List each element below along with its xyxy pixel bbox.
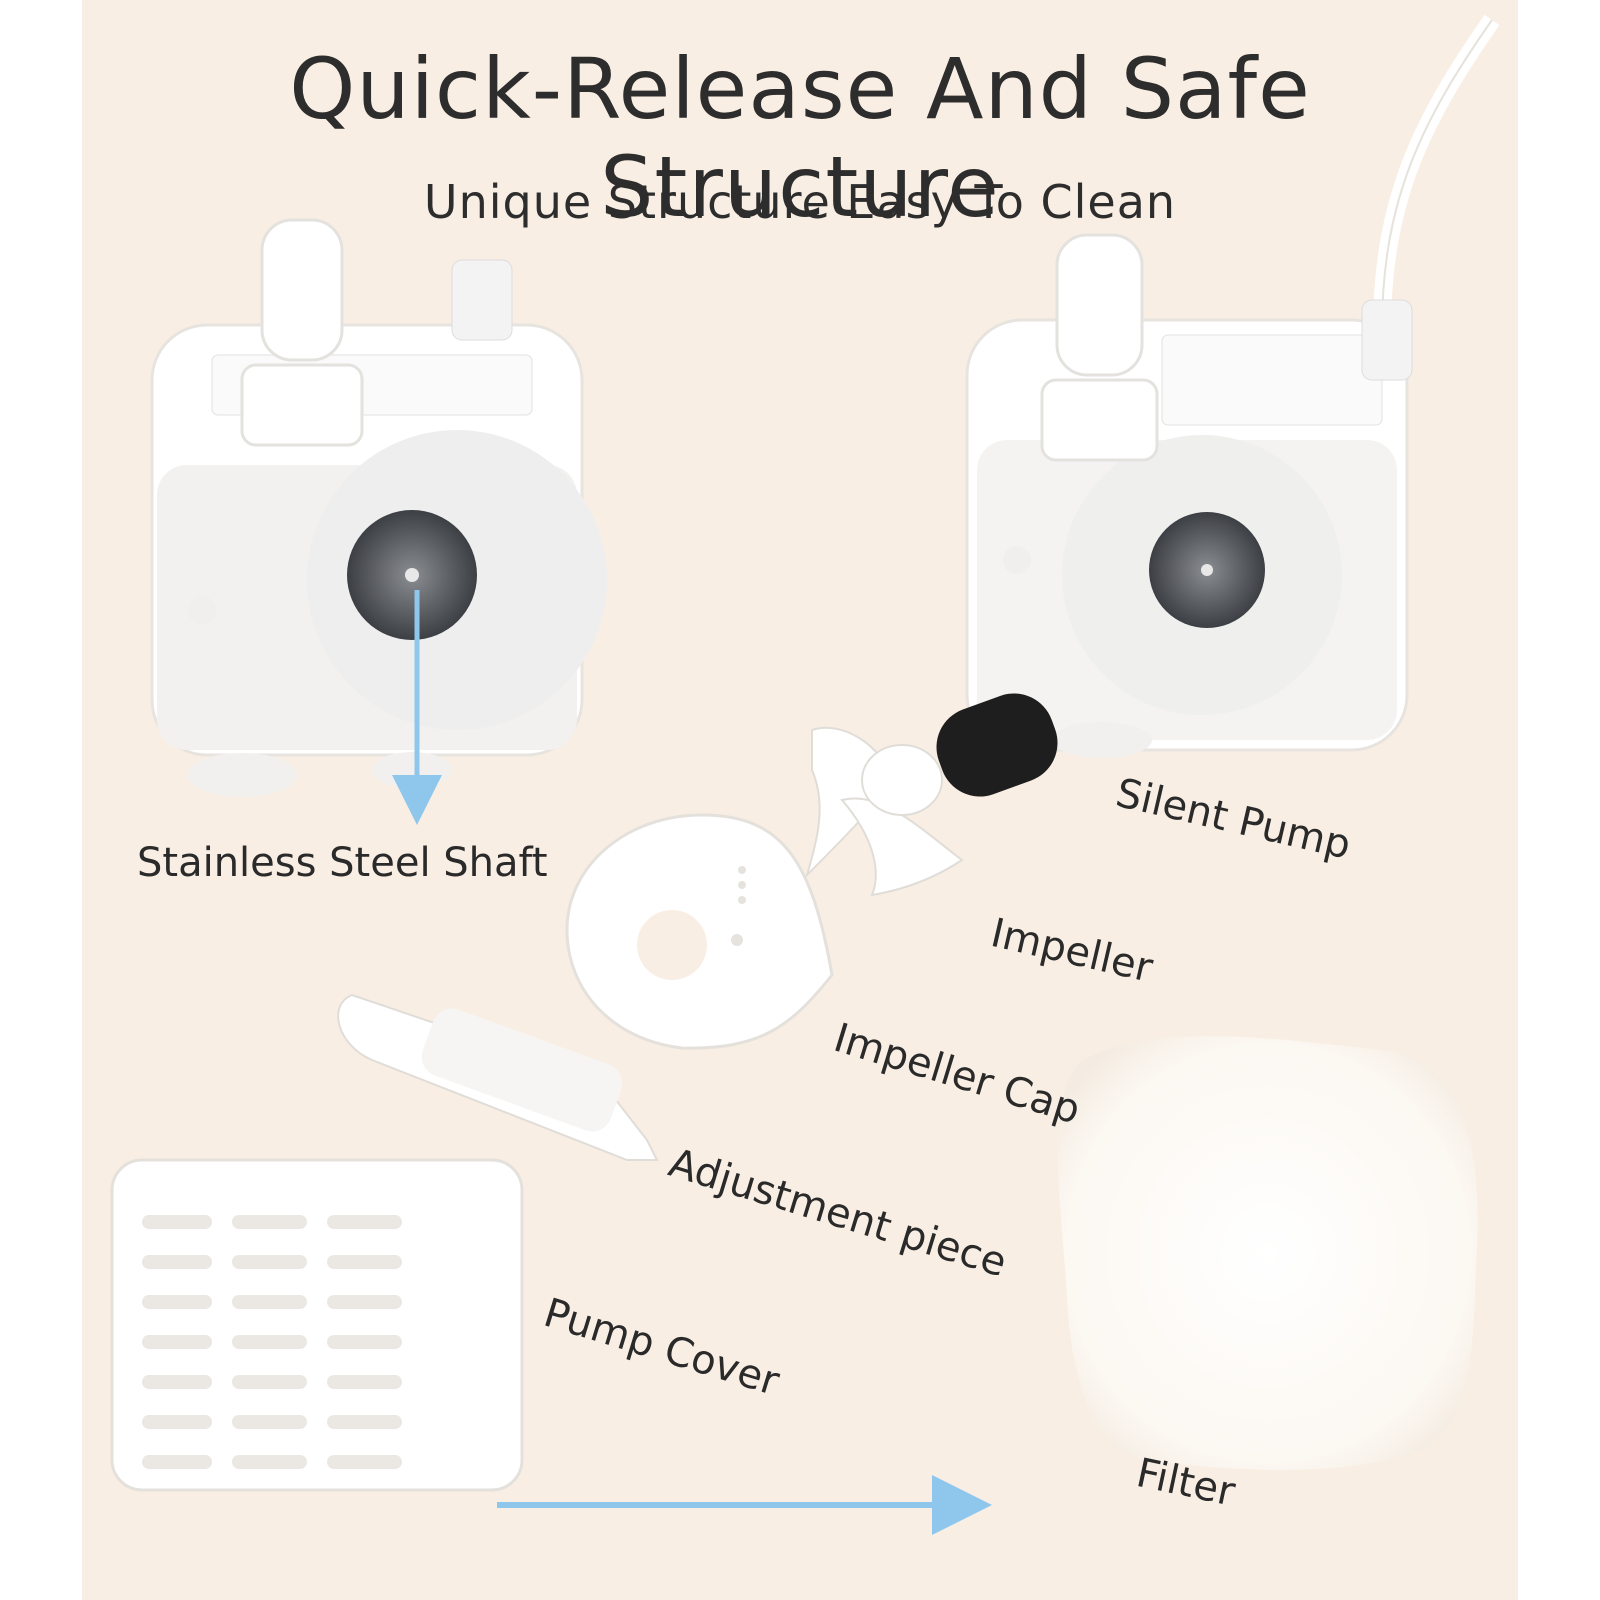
page-title: Quick-Release And Safe Structure bbox=[289, 40, 1311, 236]
adjustment-piece bbox=[337, 993, 659, 1161]
left-pump bbox=[150, 218, 607, 797]
label-stainless-steel-shaft: Stainless Steel Shaft bbox=[137, 840, 548, 886]
pump-cover bbox=[110, 1158, 524, 1492]
right-pump bbox=[965, 233, 1413, 758]
impeller-cap bbox=[565, 813, 834, 1050]
filter-sponge bbox=[1057, 1036, 1478, 1470]
impeller bbox=[804, 693, 1058, 897]
product-image-canvas: Quick-Release And Safe Structure Unique … bbox=[82, 0, 1518, 1600]
pump-illustration bbox=[110, 14, 1500, 1535]
page-subtitle: Unique Structure Easy To Clean bbox=[423, 175, 1177, 229]
